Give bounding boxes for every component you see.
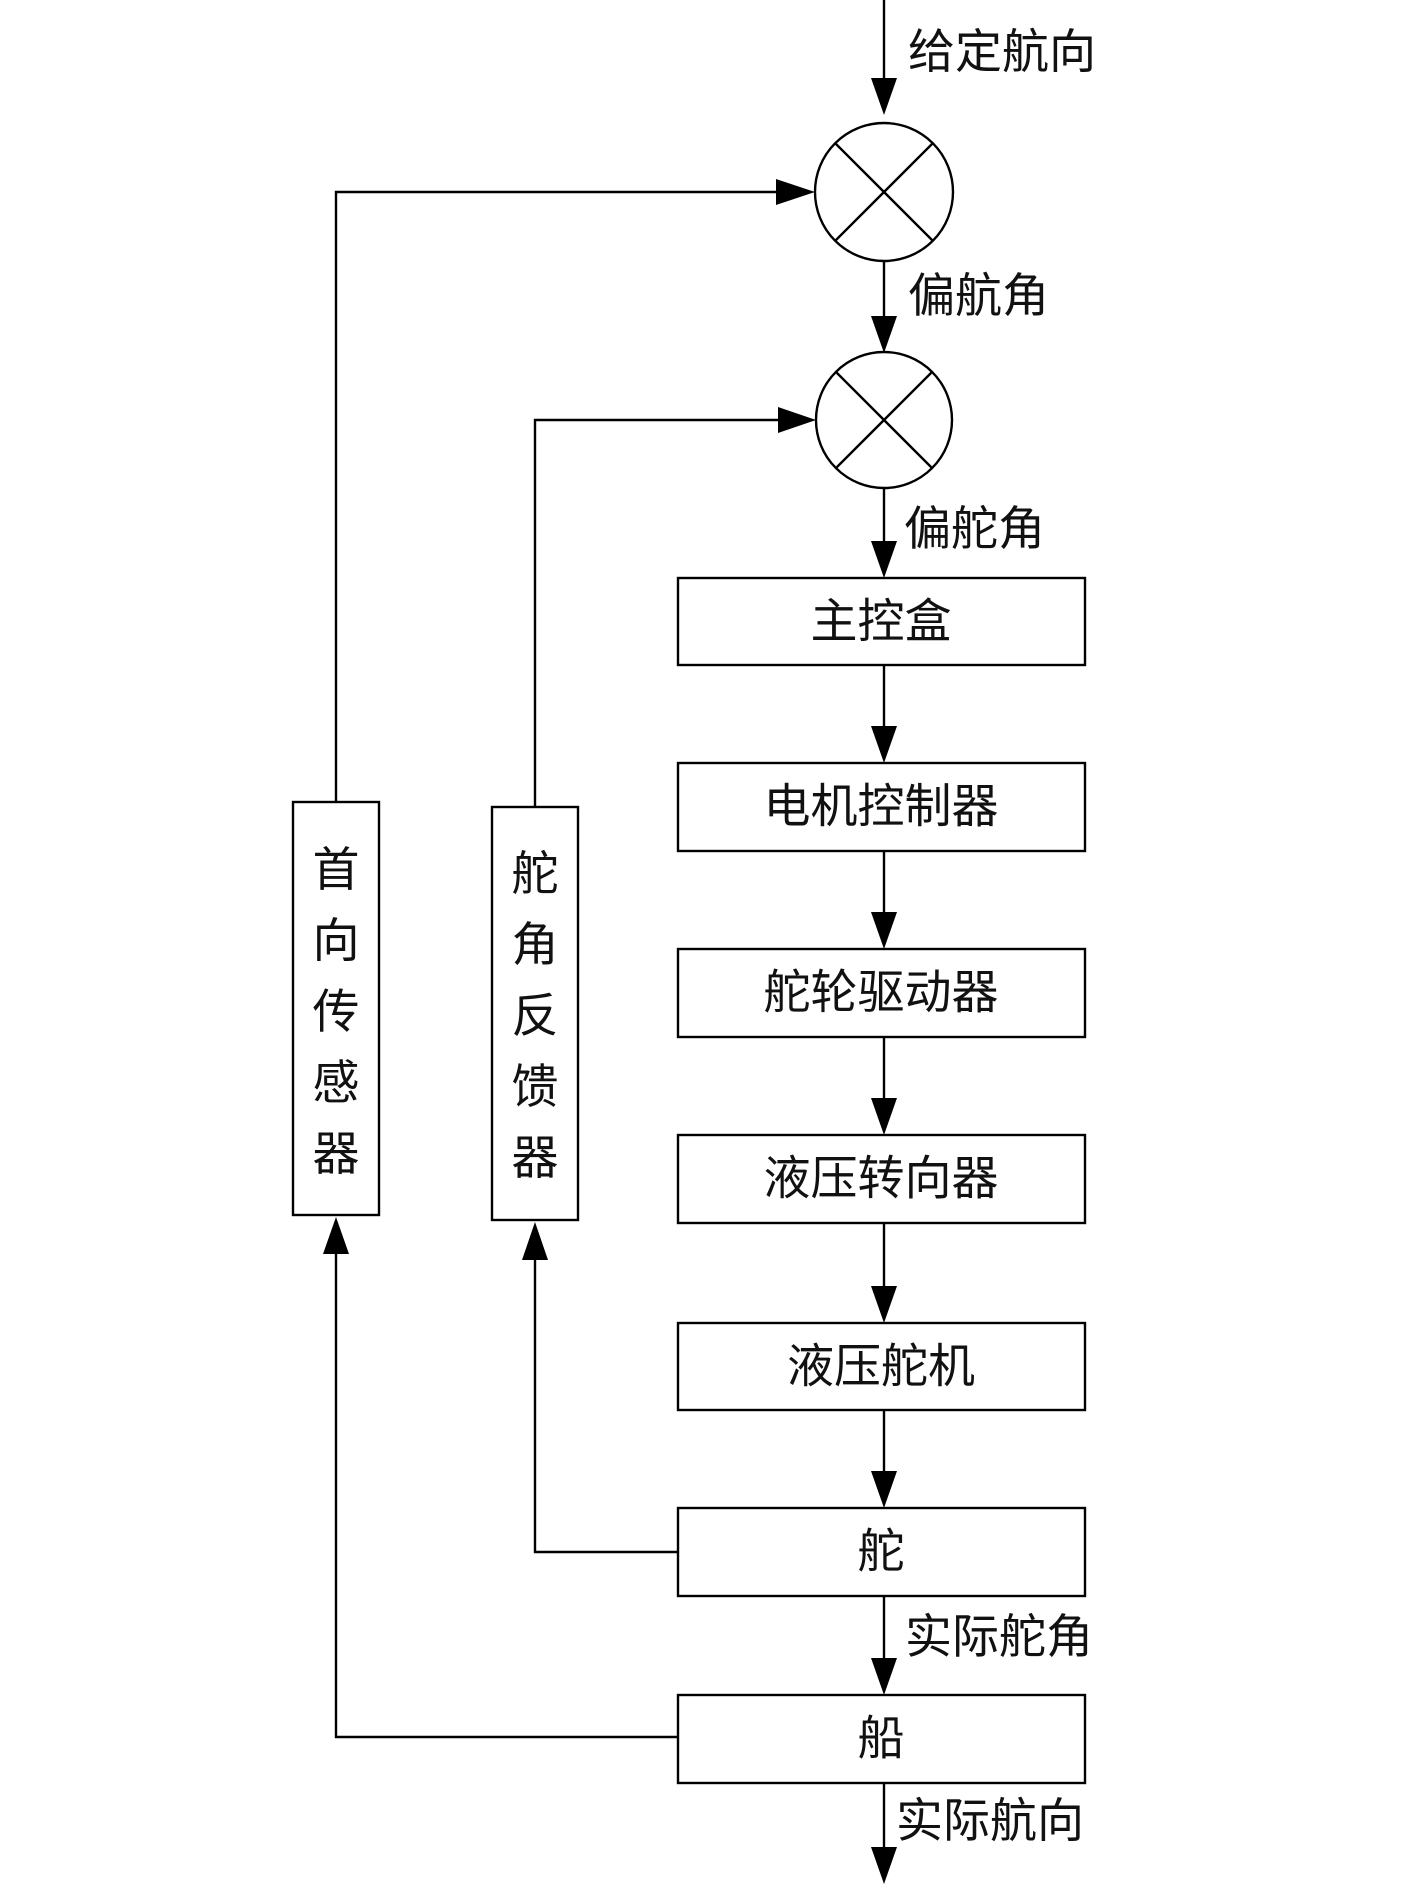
hydraulic-steering-gear-block: [676, 1133, 1087, 1225]
hydraulic-steering-gear-label: 液压转向器: [764, 1152, 999, 1207]
arrowhead: [776, 179, 815, 205]
rudder-angle-feedback-label: 舵 角 反 馈 器: [512, 847, 559, 1186]
svg-text:传: 传: [313, 985, 360, 1040]
arrowhead: [871, 912, 897, 949]
arrowhead: [871, 1098, 897, 1135]
heading-sensor-block: [291, 800, 381, 1217]
svg-text:舵: 舵: [512, 847, 559, 902]
svg-text:反: 反: [512, 989, 559, 1044]
actual-rudder-angle-label: 实际舵角: [905, 1610, 1093, 1665]
svg-text:器: 器: [512, 1131, 559, 1186]
heading-sensor-output-line: [334, 190, 786, 802]
yaw-angle-label: 偏航角: [908, 269, 1049, 324]
rudder-feedback-line: [533, 1250, 678, 1554]
arrowhead: [871, 1658, 897, 1695]
arrowhead: [871, 316, 897, 353]
rudder-block: [676, 1506, 1087, 1598]
arrowhead: [871, 78, 897, 115]
actual-heading-label: 实际航向: [896, 1794, 1084, 1849]
svg-text:首: 首: [313, 843, 360, 898]
ship-label: 船: [858, 1712, 905, 1767]
hydraulic-steering-engine-block: [676, 1321, 1087, 1412]
hydraulic-steering-engine-label: 液压舵机: [787, 1340, 975, 1395]
helm-driver-block: [676, 947, 1087, 1039]
rudder-label: 舵: [858, 1525, 905, 1580]
svg-text:角: 角: [512, 918, 559, 973]
ship-block: [676, 1693, 1087, 1785]
motor-controller-label: 电机控制器: [764, 780, 999, 835]
rudder-summing-junction: [814, 350, 954, 490]
motor-controller-block: [676, 761, 1087, 853]
svg-text:感: 感: [313, 1056, 360, 1111]
svg-text:器: 器: [313, 1127, 360, 1182]
heading-summing-junction: [813, 121, 955, 263]
main-control-box-label: 主控盒: [811, 595, 952, 650]
rudder-angle-feedback-block: [490, 805, 580, 1222]
arrowhead: [522, 1222, 548, 1260]
arrowhead: [871, 1471, 897, 1508]
main-control-box-block: [676, 576, 1087, 667]
arrowhead: [871, 1847, 897, 1884]
heading-feedback-line: [334, 1245, 678, 1739]
arrowhead: [871, 1286, 897, 1323]
helm-driver-label: 舵轮驱动器: [764, 966, 999, 1021]
heading-sensor-label: 首 向 传 感 器: [313, 843, 360, 1182]
set-heading-label: 给定航向: [908, 25, 1096, 80]
arrowhead: [323, 1217, 349, 1254]
svg-text:馈: 馈: [512, 1060, 559, 1115]
rudder-feedback-output-line: [533, 418, 788, 807]
rudder-deviation-label: 偏舵角: [904, 502, 1045, 557]
arrowhead: [871, 541, 897, 578]
arrowhead: [871, 726, 897, 763]
arrowhead: [778, 407, 816, 433]
svg-text:向: 向: [313, 914, 360, 969]
